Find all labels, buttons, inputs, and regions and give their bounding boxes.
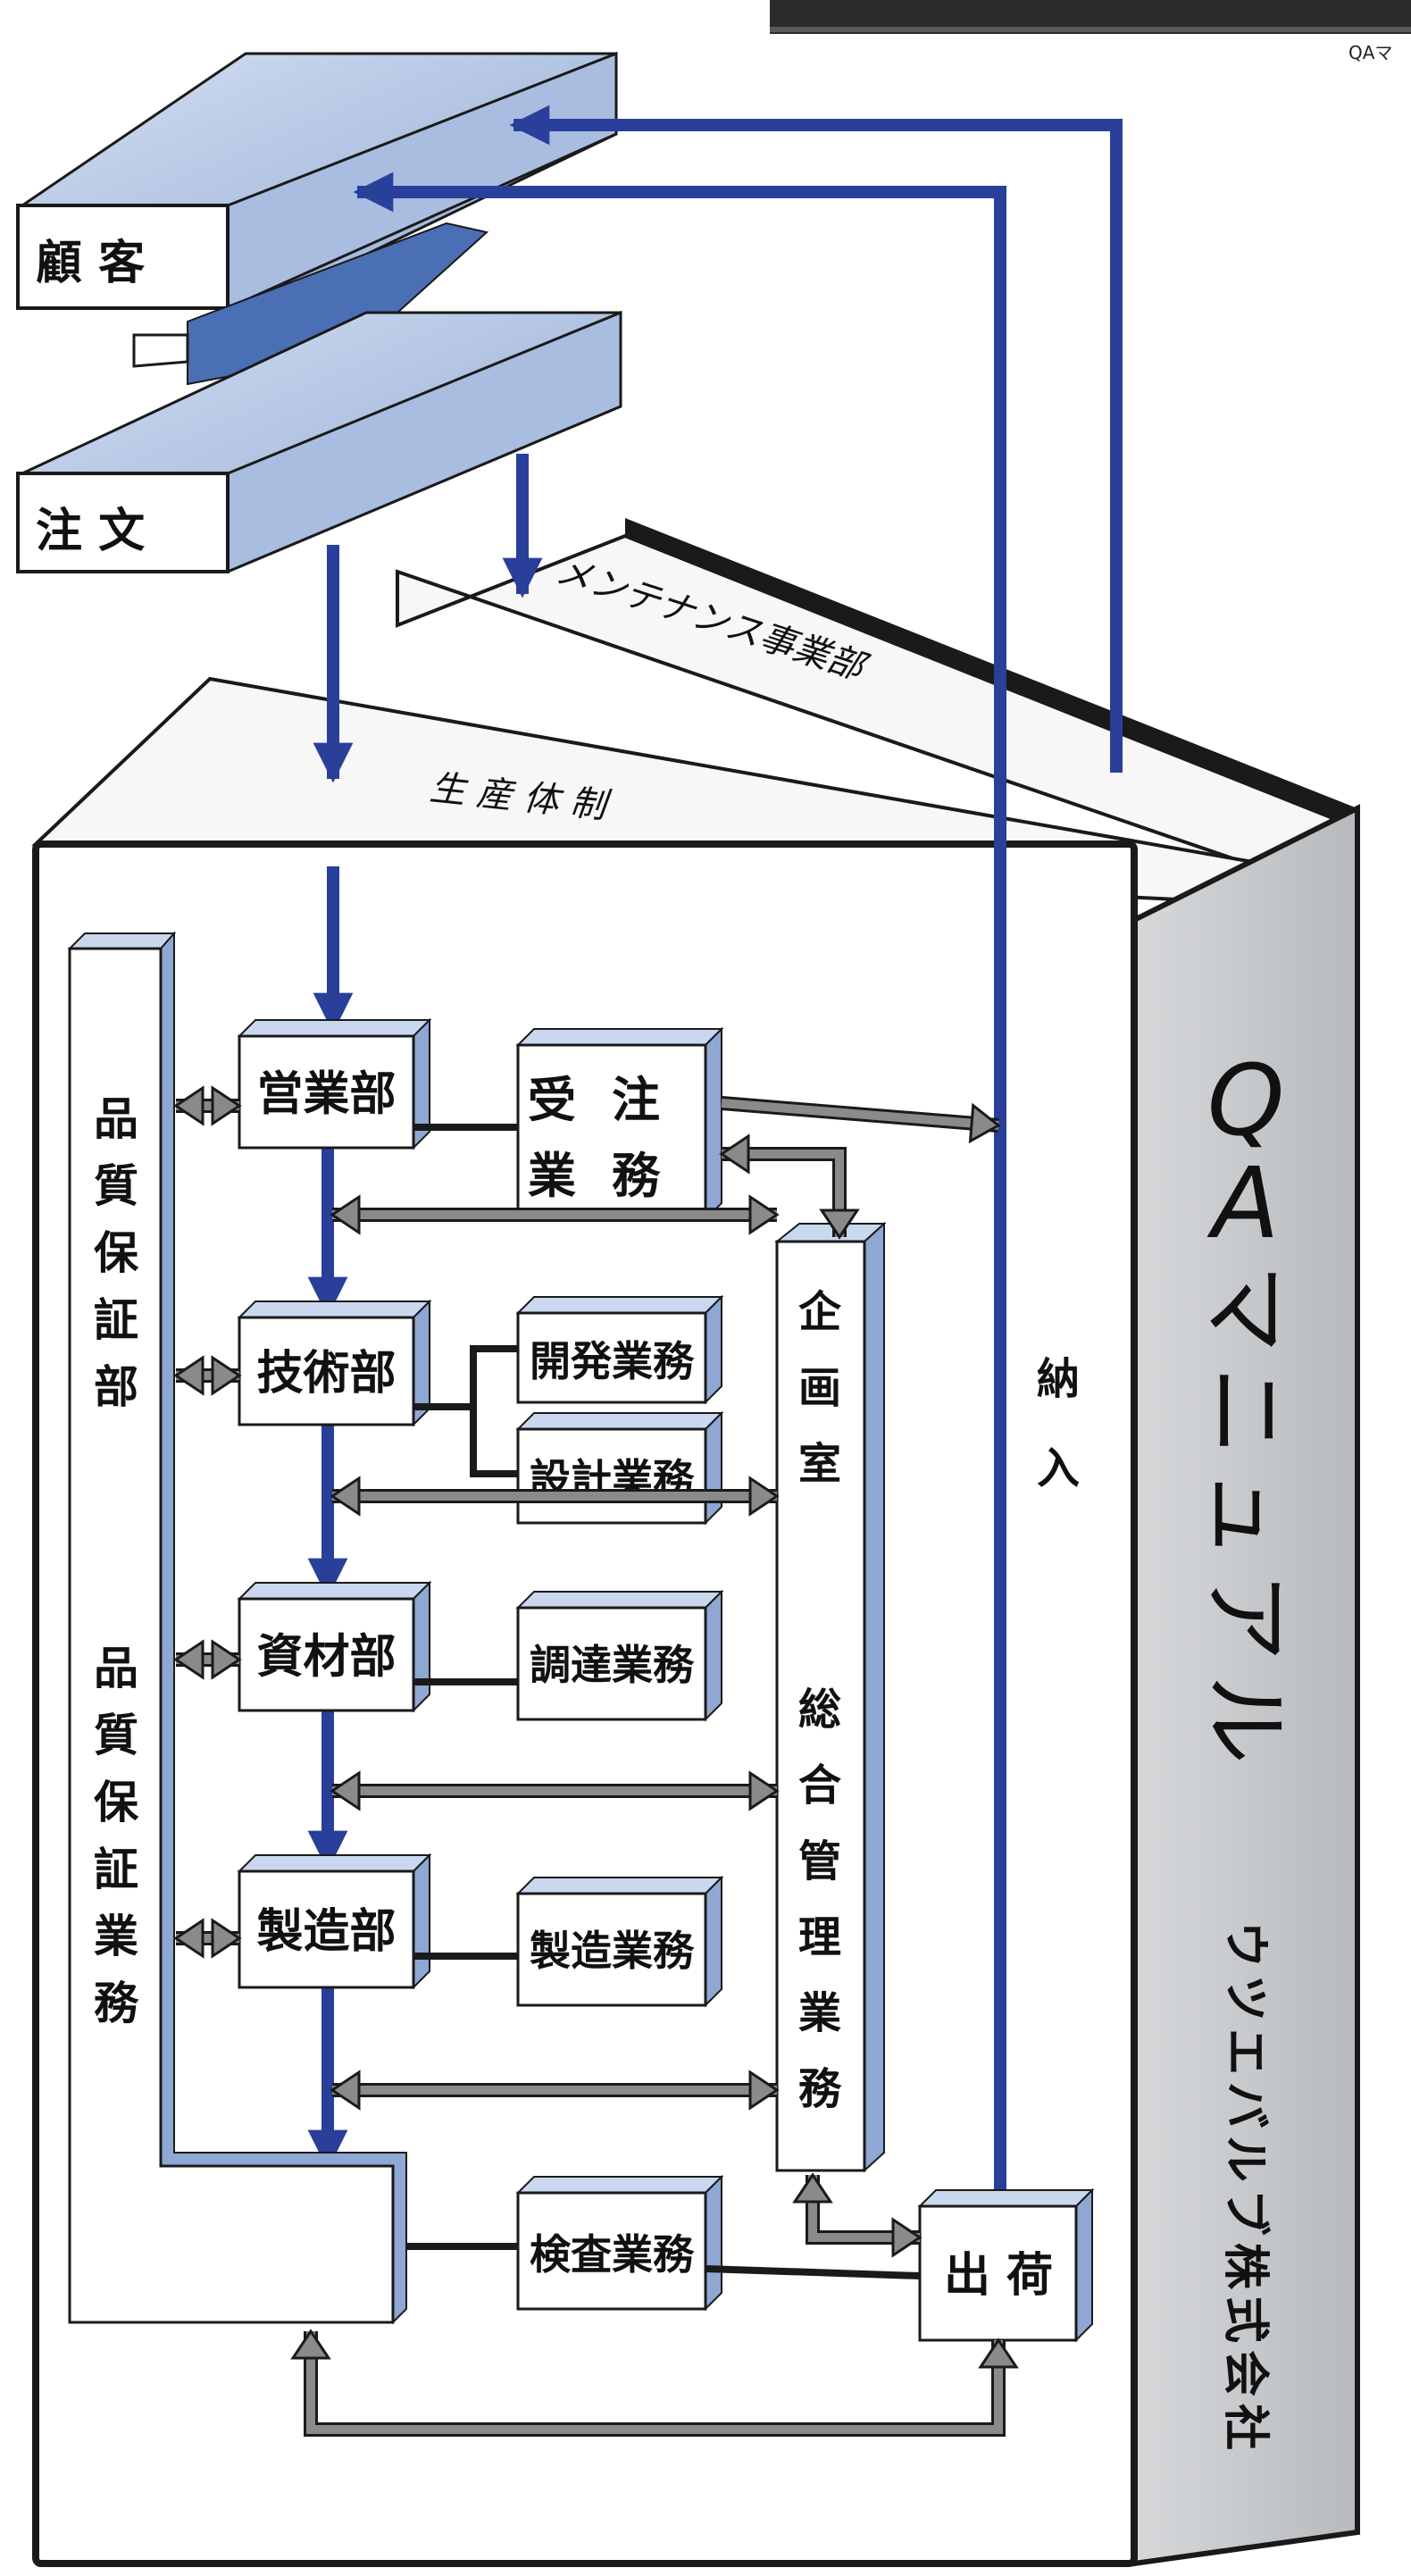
delivery-char: 入 xyxy=(1037,1443,1080,1493)
qa-dept-char: 質 xyxy=(94,1160,138,1212)
caption-fragment: QAマ xyxy=(1348,42,1392,63)
company-name-char: 株 xyxy=(1218,2243,1272,2290)
shipping-box: 出 荷 xyxy=(920,2190,1092,2340)
planning-office-work-char: 務 xyxy=(798,2064,842,2114)
shipping-label: 出 荷 xyxy=(944,2249,1053,2303)
company-name-char: ブ xyxy=(1218,2189,1272,2236)
planning-office-work-char: 総 xyxy=(798,1685,841,1735)
dept-box-2: 資材部 xyxy=(239,1583,430,1710)
dept-name: 営業部 xyxy=(256,1068,396,1122)
manual-title-char: ュ xyxy=(1193,1469,1298,1559)
qa-work-char: 質 xyxy=(94,1710,138,1761)
planning-office-title: 企画室 xyxy=(798,1287,842,1489)
planning-office-work-char: 理 xyxy=(798,1912,841,1962)
procurement-work-box: 調達業務 xyxy=(518,1592,722,1719)
manual-title-char: Q xyxy=(1207,1043,1285,1158)
development-work-label: 開発業務 xyxy=(530,1337,695,1385)
planning-office-work-char: 管 xyxy=(798,1836,841,1886)
dept-name: 製造部 xyxy=(256,1905,396,1959)
dept-box-0: 営業部 xyxy=(239,1020,430,1148)
customer-bar: 顧 客 xyxy=(18,54,616,308)
planning-office-title-char: 画 xyxy=(798,1363,841,1413)
dept-name: 資材部 xyxy=(256,1631,396,1685)
qa-dept-char: 保 xyxy=(94,1227,139,1279)
company-name-char: 社 xyxy=(1218,2404,1272,2450)
company-name-char: 会 xyxy=(1218,2350,1272,2396)
customer-label: 顧 客 xyxy=(36,237,145,290)
manual-title-char: マ xyxy=(1193,1264,1298,1353)
inspection-work-label: 検査業務 xyxy=(530,2230,695,2279)
company-name-char: ル xyxy=(1218,2136,1272,2182)
company-name-char: ウ xyxy=(1218,1921,1272,1968)
company-name-char: バ xyxy=(1218,2082,1272,2129)
manual-title-char: ニ xyxy=(1193,1367,1298,1456)
company-name-char: 式 xyxy=(1218,2296,1272,2343)
manufacturing-work-box: 製造業務 xyxy=(518,1878,722,2005)
design-work-box: 設計業務 xyxy=(518,1413,722,1523)
qa-work-char: 保 xyxy=(94,1777,139,1828)
manual-title-char: A xyxy=(1206,1146,1279,1260)
order-receiving-line2: 業務 xyxy=(528,1148,696,1204)
dept-name: 技術部 xyxy=(256,1347,396,1401)
planning-office-title-char: 室 xyxy=(798,1439,841,1489)
order-receiving-line1: 受注 xyxy=(528,1072,696,1128)
procurement-work-label: 調達業務 xyxy=(530,1641,695,1689)
dept-box-3: 製造部 xyxy=(239,1855,430,1987)
planning-office-work-char: 業 xyxy=(798,1988,841,2038)
qa-dept-char: 品 xyxy=(94,1093,138,1145)
planning-office-work-char: 合 xyxy=(798,1761,841,1811)
manufacturing-work-label: 製造業務 xyxy=(530,1927,695,1975)
delivery-char: 納 xyxy=(1037,1354,1080,1404)
manual-title-char: ル xyxy=(1193,1675,1298,1764)
planning-office-title-char: 企 xyxy=(798,1287,842,1337)
company-name-char: エ xyxy=(1218,2028,1272,2075)
inspection-work-box: 検査業務 xyxy=(518,2177,722,2309)
qa-work-char: 業 xyxy=(94,1911,138,1962)
manual-title-char: ア xyxy=(1193,1572,1298,1661)
order-label: 注 文 xyxy=(36,505,145,558)
qa-work-char: 証 xyxy=(94,1844,138,1895)
development-work-box: 開発業務 xyxy=(518,1297,722,1402)
qa-dept-char: 部 xyxy=(94,1361,138,1413)
qa-work-char: 務 xyxy=(94,1978,139,2029)
qa-work-char: 品 xyxy=(94,1643,138,1694)
company-name-char: ツ xyxy=(1218,1975,1272,2021)
dept-box-1: 技術部 xyxy=(239,1301,430,1425)
qa-dept-char: 証 xyxy=(94,1294,138,1346)
order-bar: 注 文 xyxy=(18,313,621,572)
